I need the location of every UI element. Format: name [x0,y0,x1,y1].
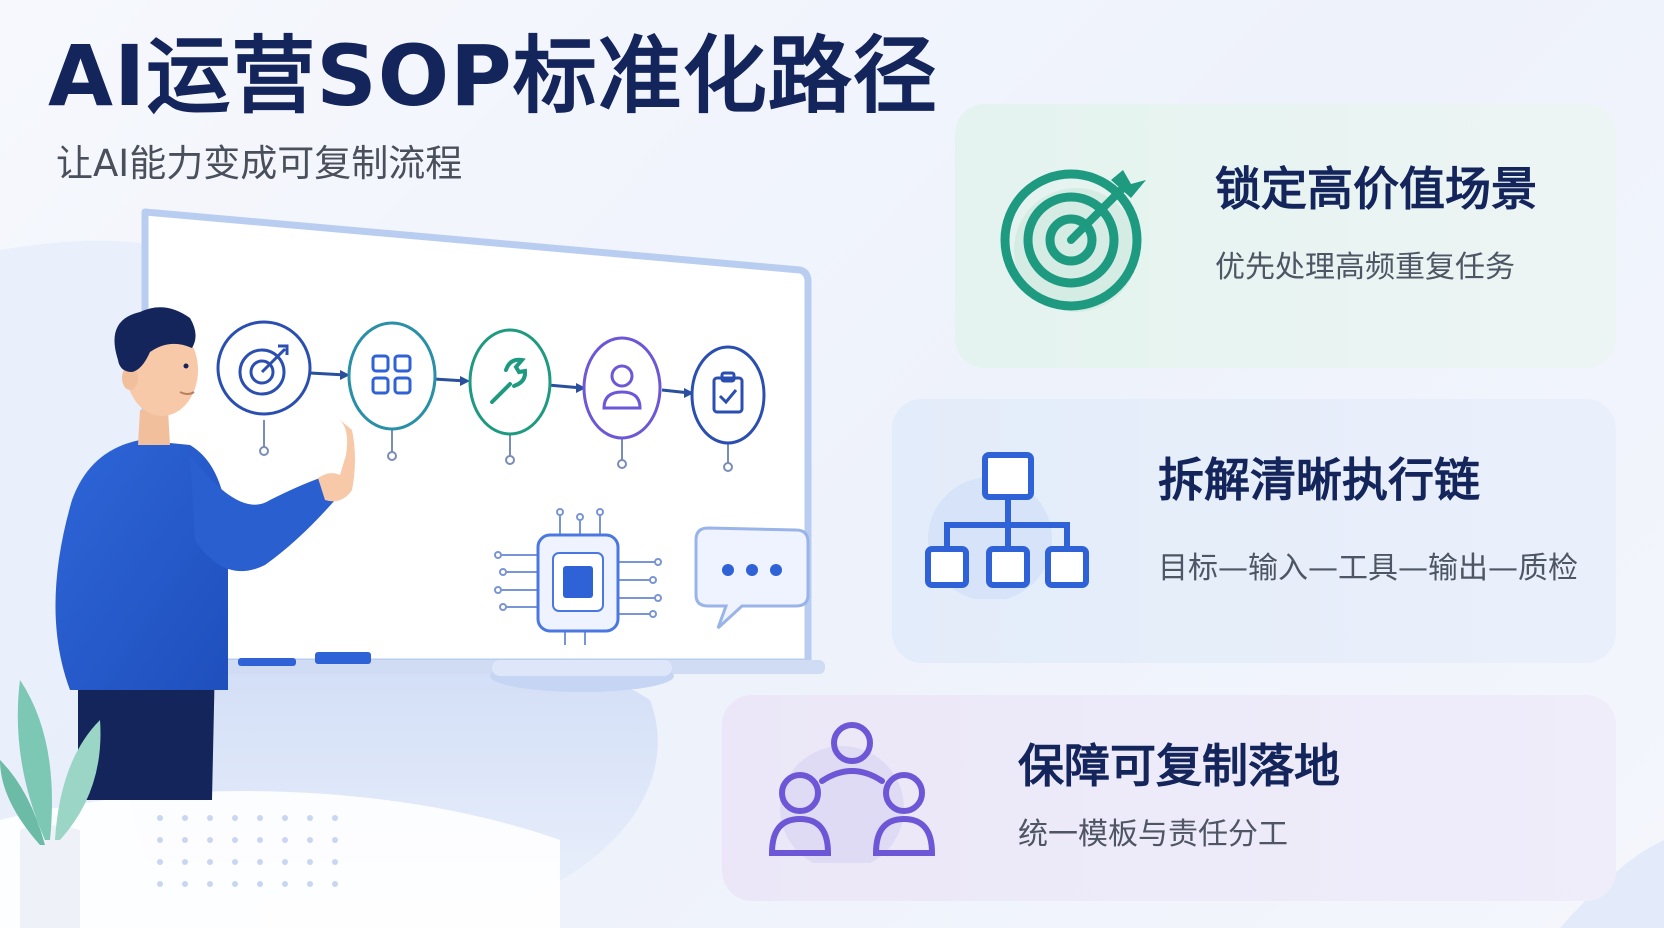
marker-2 [315,652,371,664]
card-lock-scenario: 锁定高价值场景 优先处理高频重复任务 [955,104,1616,368]
flow-node-wrench [468,328,552,465]
card-break-down-chain: 拆解清晰执行链 目标—输入—工具—输出—质检 [892,399,1616,663]
card-description: 优先处理高频重复任务 [1215,250,1515,285]
flow-node-user [582,336,662,469]
target-icon [1000,169,1146,312]
dot-grid [157,815,338,887]
chat-bubble-icon [694,526,810,630]
flow-node-grid [347,321,437,461]
card-ensure-replication: 保障可复制落地 统一模板与责任分工 [722,695,1616,901]
plant-decoration [0,680,101,928]
page-title: AI运营SOP标准化路径 [48,27,938,125]
card-title: 保障可复制落地 [1018,739,1340,793]
presenter-person [55,307,355,800]
card-description: 统一模板与责任分工 [1018,817,1288,852]
marker-1 [238,658,296,666]
flow-node-target [216,320,312,456]
flow-node-clipboard [690,345,766,472]
team-icon [768,722,936,863]
ai-chip [490,508,674,692]
hierarchy-icon [925,452,1089,599]
card-title: 锁定高价值场景 [1215,162,1537,216]
bg-wave-bottom [0,791,560,928]
page-subtitle: 让AI能力变成可复制流程 [56,142,463,185]
flow-diagram [216,320,766,472]
card-title: 拆解清晰执行链 [1158,453,1480,507]
card-description: 目标—输入—工具—输出—质检 [1158,551,1578,586]
